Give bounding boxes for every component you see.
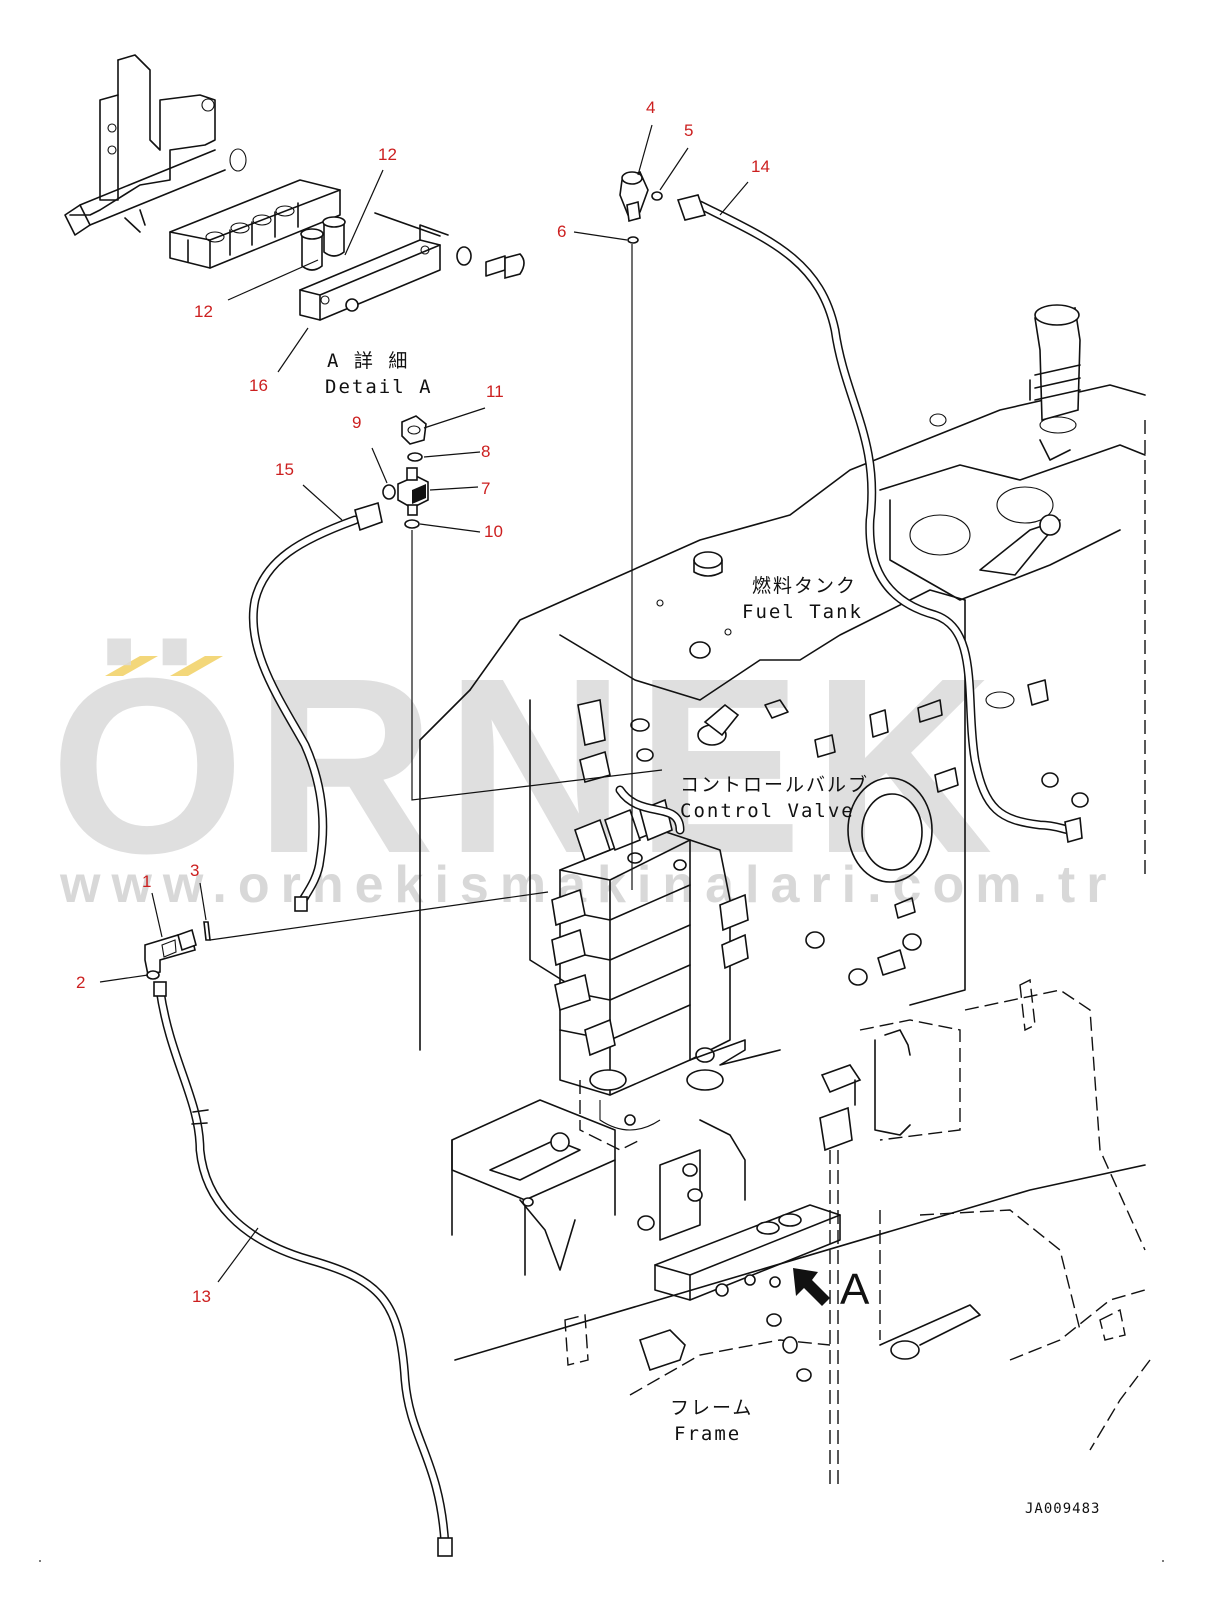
detail-a-label-en: Detail A	[325, 376, 433, 398]
view-a-arrow-icon	[793, 1268, 830, 1306]
callout-5: 5	[684, 121, 693, 140]
callout-15: 15	[275, 460, 294, 479]
callout-13: 13	[192, 1287, 211, 1306]
control-valve-label-en: Control Valve	[680, 800, 855, 822]
machine-frame-drawing	[419, 304, 1151, 1490]
callout-6: 6	[557, 222, 566, 241]
callout-12-top: 12	[378, 145, 397, 164]
o-ring-10	[404, 519, 420, 529]
drawing-code: JA009483	[1025, 1501, 1100, 1517]
corner-marks	[39, 1560, 1164, 1562]
hose-13	[153, 981, 453, 1557]
frame-label-en: Frame	[674, 1423, 741, 1445]
view-a-label: A	[840, 1265, 870, 1314]
callout-4: 4	[646, 98, 655, 117]
callout-11: 11	[486, 382, 504, 401]
callout-8: 8	[481, 442, 490, 461]
watermark-url: www.ornekismakinalari.com.tr	[59, 856, 1117, 914]
text-labels: A 詳 細 Detail A 燃料タンク Fuel Tank コントロールバルブ…	[325, 350, 1100, 1517]
o-ring-8	[407, 452, 423, 462]
hose-valve-connect	[615, 785, 685, 835]
callout-12-bottom: 12	[194, 302, 213, 321]
o-ring-3	[203, 921, 211, 941]
fuel-tank-label-en: Fuel Tank	[742, 601, 863, 623]
o-ring-2	[146, 970, 160, 980]
callout-9: 9	[352, 413, 361, 432]
callout-3: 3	[190, 861, 199, 880]
control-valve-label-jp: コントロールバルブ	[680, 773, 869, 796]
o-ring-6	[627, 236, 639, 244]
callout-14: 14	[751, 157, 770, 176]
callout-1: 1	[142, 872, 151, 891]
o-ring-9	[382, 484, 396, 500]
detail-a-drawing	[64, 54, 525, 321]
callout-2: 2	[76, 973, 85, 992]
detail-a-label-jp: A 詳 細	[327, 350, 409, 372]
hose-15	[248, 501, 383, 912]
callout-16: 16	[249, 376, 268, 395]
hose-14	[676, 194, 1083, 844]
elbow-fitting-1	[144, 928, 197, 976]
frame-label-jp: フレーム	[670, 1397, 753, 1419]
callout-7: 7	[481, 479, 490, 498]
watermark-accent-right	[170, 656, 223, 676]
watermark: ÖRNEK www.ornekismakinalari.com.tr	[50, 626, 1117, 914]
watermark-brand: ÖRNEK	[50, 626, 1003, 905]
callout-numbers: 1 2 3 4 5 6 7 8 9 10 11 12 12 13 14 15 1…	[76, 98, 770, 1306]
watermark-accent-left	[105, 656, 158, 676]
o-ring-5	[651, 191, 663, 201]
fuel-tank-label-jp: 燃料タンク	[752, 575, 857, 597]
nut-11	[401, 415, 427, 445]
tee-fitting-7	[397, 467, 429, 516]
elbow-fitting-4	[619, 170, 649, 223]
callout-10: 10	[484, 522, 503, 541]
connection-lines	[99, 124, 749, 1283]
